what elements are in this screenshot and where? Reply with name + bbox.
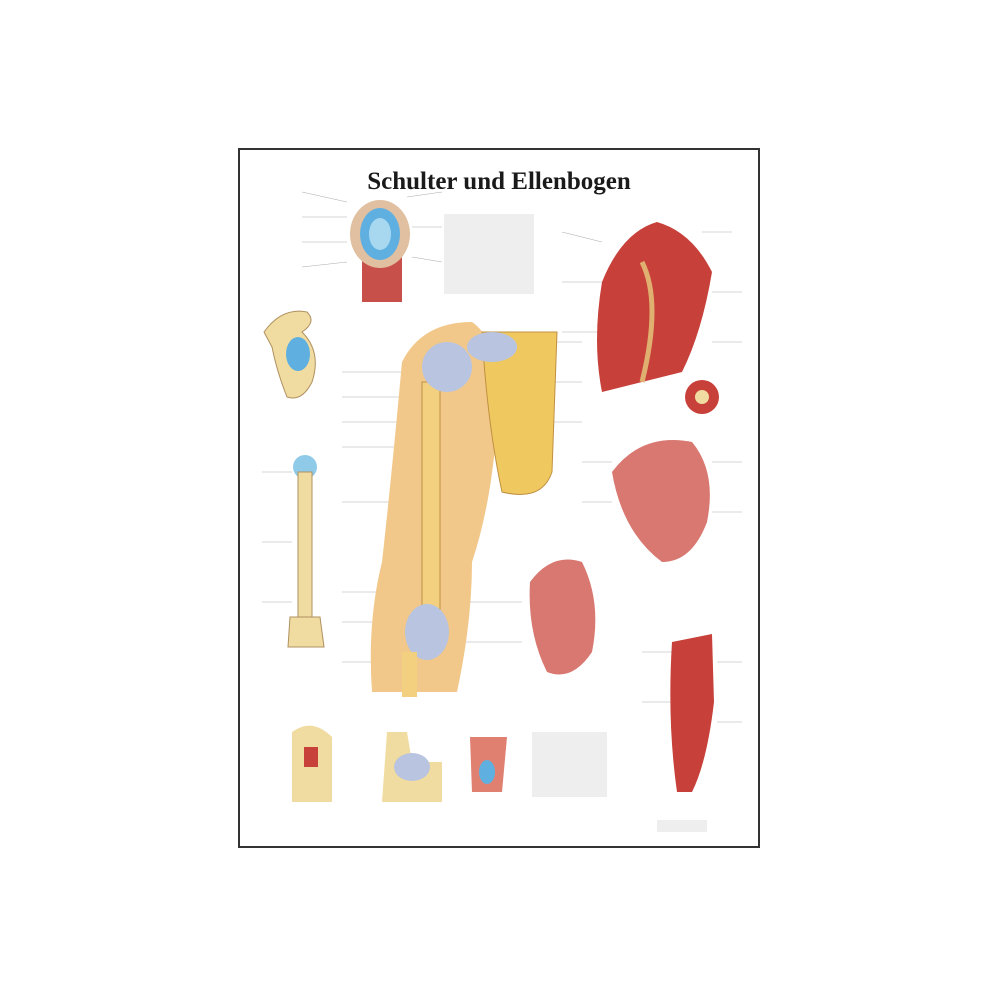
text-blocks xyxy=(444,214,707,832)
shoulder-muscles-lateral-illustration xyxy=(612,440,710,562)
main-arm-illustration xyxy=(370,322,558,697)
humerus-illustration xyxy=(287,455,325,648)
elbow-joint-illustrations xyxy=(292,725,507,802)
poster-title: Schulter und Ellenbogen xyxy=(367,168,631,195)
shoulder-muscles-anterior-illustration xyxy=(529,559,596,675)
scapula-lateral-illustration xyxy=(263,310,316,399)
shoulder-muscles-posterior-illustration xyxy=(597,222,719,414)
anatomy-illustrations xyxy=(262,191,742,832)
anatomy-poster: Schulter und Ellenbogen xyxy=(238,148,760,848)
glenoid-illustration xyxy=(350,200,410,302)
forearm-muscles-illustration xyxy=(670,634,714,792)
